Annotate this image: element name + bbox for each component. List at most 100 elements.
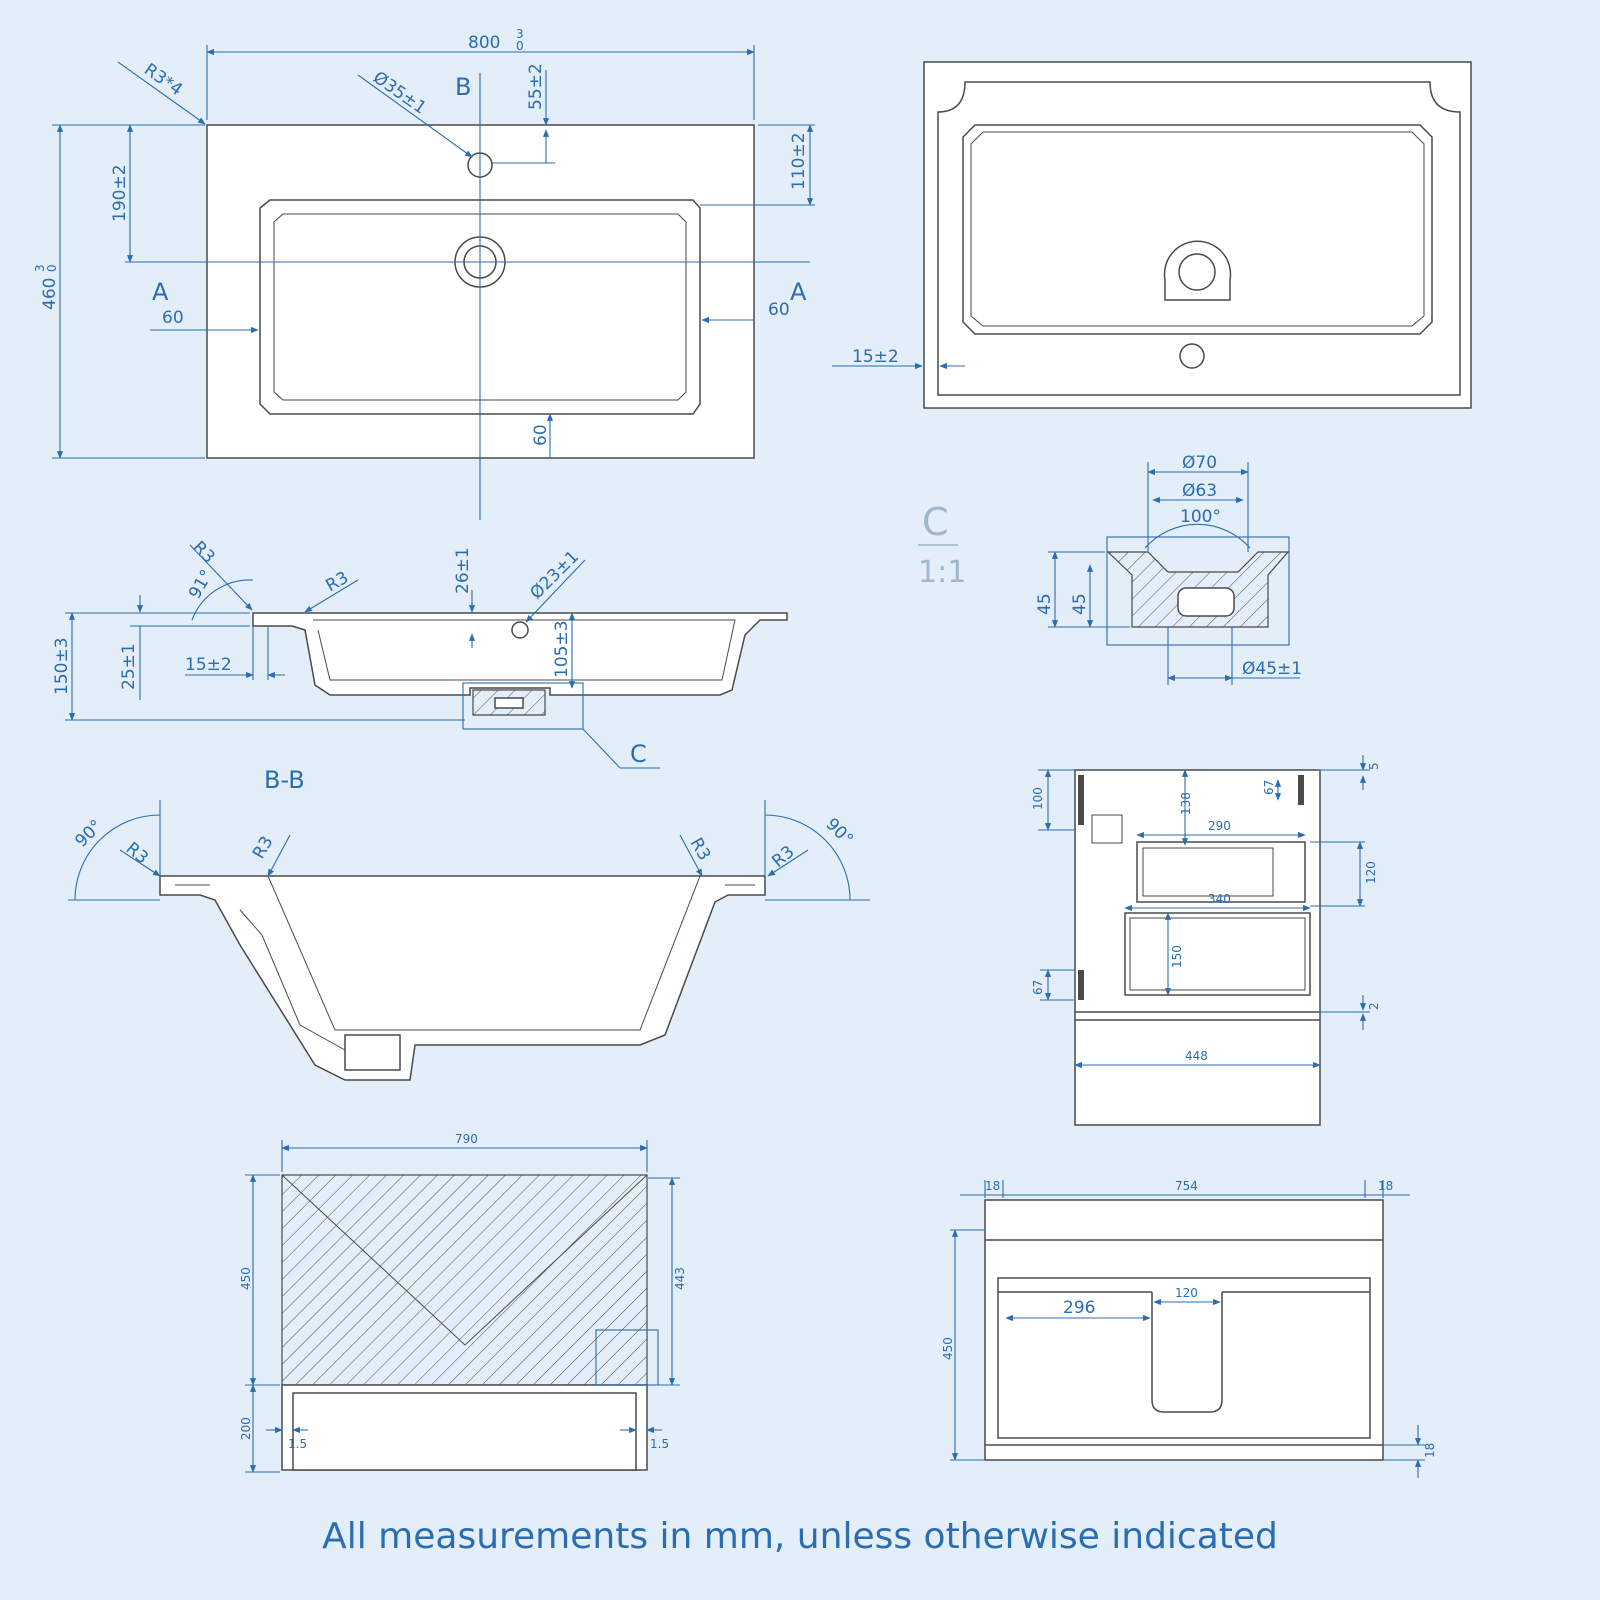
width-dim: 800 [468, 33, 500, 53]
rim-angle: 91° [185, 566, 217, 602]
chevron-center [281, 1174, 648, 1346]
svg-text:290: 290 [1208, 819, 1231, 833]
plumbing-cutout [1151, 1292, 1223, 1413]
detail-box [595, 1329, 659, 1386]
detail-c-label: C [630, 740, 647, 768]
svg-text:45: 45 [1070, 593, 1090, 615]
svg-text:450: 450 [239, 1267, 253, 1290]
front-width: 790 [455, 1132, 478, 1146]
svg-text:1.5: 1.5 [650, 1437, 669, 1451]
depth-dim: 460 [40, 278, 60, 310]
iso-outline [923, 61, 1472, 409]
overflow-hole [511, 621, 529, 639]
section-a-right: A [790, 278, 807, 306]
d70-dim: Ø70 [1182, 453, 1217, 473]
svg-text:120: 120 [1364, 861, 1378, 884]
svg-text:200: 200 [239, 1417, 253, 1440]
side-profile [252, 612, 788, 696]
svg-text:5: 5 [1367, 762, 1381, 770]
detail-c: C 1:1 Ø70 Ø63 100° 45 45 Ø45±1 [918, 453, 1302, 685]
svg-text:150: 150 [1170, 945, 1184, 968]
svg-text:0: 0 [45, 264, 59, 272]
svg-text:3: 3 [33, 264, 47, 272]
svg-text:138: 138 [1179, 792, 1193, 815]
section-a-left: A [152, 278, 169, 306]
svg-text:450: 450 [941, 1337, 955, 1360]
cabinet-leg-inner [292, 1392, 637, 1471]
svg-text:18: 18 [985, 1179, 1000, 1193]
svg-text:R3: R3 [122, 839, 152, 869]
svg-text:296: 296 [1063, 1298, 1095, 1318]
iso-rim-dim: 15±2 [852, 347, 899, 367]
cabinet-top-view: 18 754 18 450 296 120 18 [941, 1179, 1437, 1478]
bowl-depth: 105±3 [552, 620, 572, 678]
waste-offset-dim: 190±2 [110, 164, 130, 222]
iso-bowl-outer [962, 124, 1433, 335]
svg-text:18: 18 [1423, 1443, 1437, 1458]
svg-text:0: 0 [516, 39, 524, 53]
rim-width: 15±2 [185, 655, 232, 675]
measurement-note: All measurements in mm, unless otherwise… [322, 1516, 1278, 1557]
iso-tap-hole [1179, 343, 1205, 369]
cabinet-side-view: 5 100 67 138 290 120 340 150 67 2 448 [1031, 755, 1381, 1126]
cabinet-door-panel [281, 1174, 648, 1386]
d63-dim: Ø63 [1182, 481, 1217, 501]
iso-waste-boss [1163, 240, 1232, 301]
detail-c-slot [1177, 587, 1235, 617]
iso-rim [937, 81, 1461, 396]
section-bb-title: B-B [264, 766, 305, 794]
tap-offset-dim: 55±2 [526, 63, 546, 110]
front-rim-dim: 60 [531, 424, 551, 446]
overflow-depth: 26±1 [453, 547, 473, 594]
section-b-label: B [455, 73, 471, 101]
bb-profile [159, 875, 766, 1081]
detail-angle: 100° [1180, 507, 1221, 527]
svg-text:754: 754 [1175, 1179, 1198, 1193]
svg-text:R3: R3 [323, 568, 353, 597]
hinge-bracket [1091, 814, 1123, 844]
side-left-dim: 60 [162, 308, 184, 328]
svg-text:67: 67 [1262, 780, 1276, 795]
upper-drawer [1136, 841, 1306, 903]
bb-wall [239, 909, 346, 1051]
svg-text:448: 448 [1185, 1049, 1208, 1063]
section-bb: B-B 90° 90° R3 R3 R3 R3 [68, 766, 870, 1081]
d45-dim: Ø45±1 [1242, 659, 1302, 679]
svg-text:R3: R3 [249, 833, 278, 863]
basin-iso-view: 15±2 [832, 61, 1472, 409]
svg-text:R3: R3 [188, 537, 218, 567]
svg-text:R3: R3 [768, 842, 798, 872]
svg-text:R3: R3 [686, 835, 715, 865]
basin-top-view: 800 3 0 460 3 0 R3*4 Ø35±1 B 55±2 110±2 … [33, 27, 815, 520]
svg-text:340: 340 [1208, 892, 1231, 906]
basin-side-section: C R3 91° R3 26±1 Ø23±1 150±3 25±1 15±2 1… [52, 537, 788, 769]
bb-inner [267, 875, 701, 1031]
svg-text:1.5: 1.5 [288, 1437, 307, 1451]
bowl-outer [259, 199, 701, 415]
iso-bowl-inner [970, 131, 1425, 327]
bb-angle-right: 90° [821, 814, 856, 849]
svg-text:120: 120 [1175, 1286, 1198, 1300]
svg-text:3: 3 [516, 27, 524, 41]
bb-waste [344, 1034, 401, 1071]
svg-text:67: 67 [1031, 980, 1045, 995]
svg-text:45: 45 [1035, 593, 1055, 615]
detail-c-scale: 1:1 [918, 555, 966, 590]
overflow-hole-dim: Ø23±1 [526, 547, 583, 604]
side-height: 150±3 [52, 637, 72, 695]
cabinet-front-view: 790 450 443 200 1.5 1.5 [239, 1132, 687, 1473]
svg-text:2: 2 [1367, 1002, 1381, 1010]
side-right-dim: 60 [768, 300, 790, 320]
detail-c-title: C [922, 500, 949, 544]
bb-angle-left: 90° [71, 816, 106, 851]
iso-waste [1178, 253, 1216, 291]
detail-c-box [462, 682, 584, 730]
side-inner [313, 619, 736, 681]
waste-slot [494, 697, 524, 709]
tap-hole-dim: Ø35±1 [369, 68, 430, 119]
svg-text:100: 100 [1031, 787, 1045, 810]
bowl-inner [273, 213, 687, 401]
rim-back-dim: 110±2 [789, 132, 809, 190]
svg-text:443: 443 [673, 1267, 687, 1290]
